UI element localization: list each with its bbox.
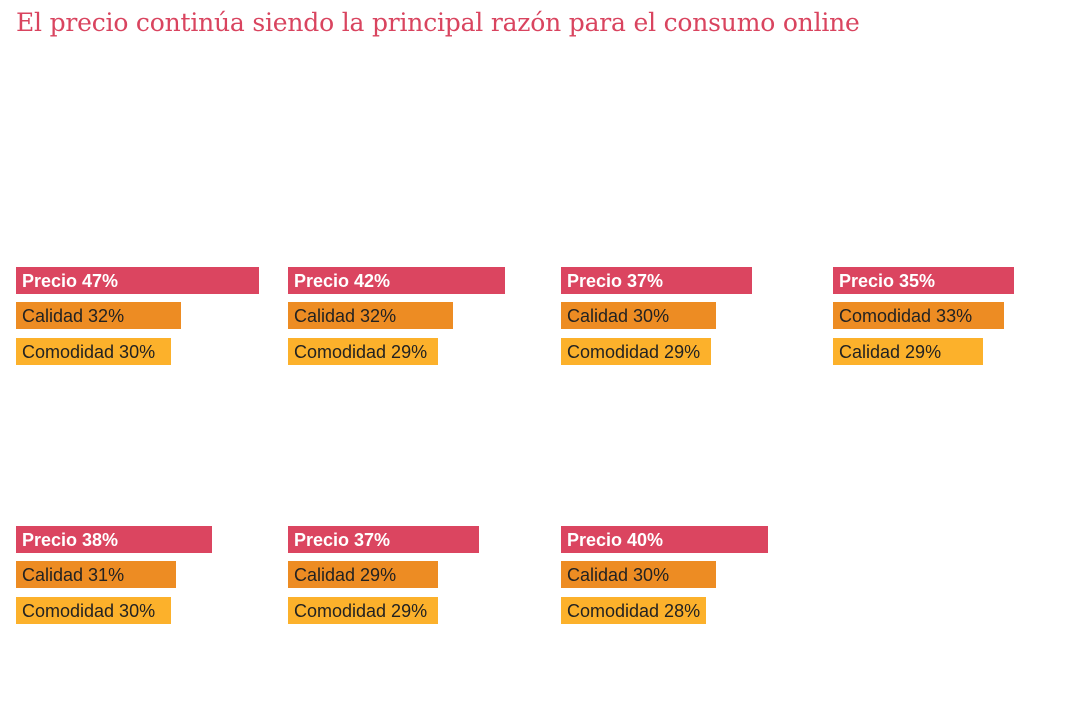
bar-calidad: Calidad 32% xyxy=(16,302,181,329)
bar-comodidad: Comodidad 29% xyxy=(288,597,438,624)
bar-calidad: Calidad 29% xyxy=(288,561,438,588)
chart-title: El precio continúa siendo la principal r… xyxy=(16,8,860,37)
bar-calidad: Calidad 30% xyxy=(561,561,716,588)
bar-comodidad: Comodidad 30% xyxy=(16,338,171,365)
bar-precio: Precio 42% xyxy=(288,267,505,294)
bar-calidad: Calidad 31% xyxy=(16,561,176,588)
bar-precio: Precio 47% xyxy=(16,267,259,294)
bar-precio: Precio 38% xyxy=(16,526,212,553)
bar-precio: Precio 35% xyxy=(833,267,1014,294)
bar-comodidad: Comodidad 28% xyxy=(561,597,706,624)
bar-comodidad: Comodidad 29% xyxy=(561,338,711,365)
bar-precio: Precio 37% xyxy=(561,267,752,294)
bar-calidad: Calidad 32% xyxy=(288,302,453,329)
bar-comodidad: Comodidad 33% xyxy=(833,302,1004,329)
bar-precio: Precio 37% xyxy=(288,526,479,553)
bar-comodidad: Comodidad 29% xyxy=(288,338,438,365)
bar-comodidad: Comodidad 30% xyxy=(16,597,171,624)
bar-precio: Precio 40% xyxy=(561,526,768,553)
bar-calidad: Calidad 29% xyxy=(833,338,983,365)
bar-calidad: Calidad 30% xyxy=(561,302,716,329)
